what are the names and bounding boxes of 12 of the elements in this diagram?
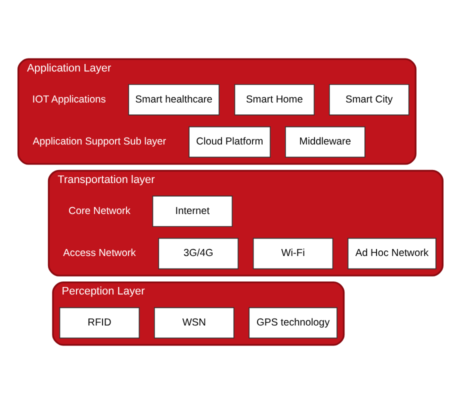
node-box: Wi-Fi	[252, 238, 334, 270]
node-box: Ad Hoc Network	[348, 238, 436, 270]
node-box: WSN	[154, 307, 234, 339]
node-box: Smart Home	[234, 84, 315, 116]
node-box: 3G/4G	[158, 238, 239, 270]
node-box: Smart City	[328, 84, 410, 116]
node-box: GPS technology	[248, 307, 338, 339]
node-box: Middleware	[285, 126, 366, 158]
node-box: Smart healthcare	[128, 84, 220, 116]
node-box: Cloud Platform	[188, 126, 271, 158]
node-box: Internet	[152, 196, 233, 227]
node-box: RFID	[59, 307, 140, 339]
